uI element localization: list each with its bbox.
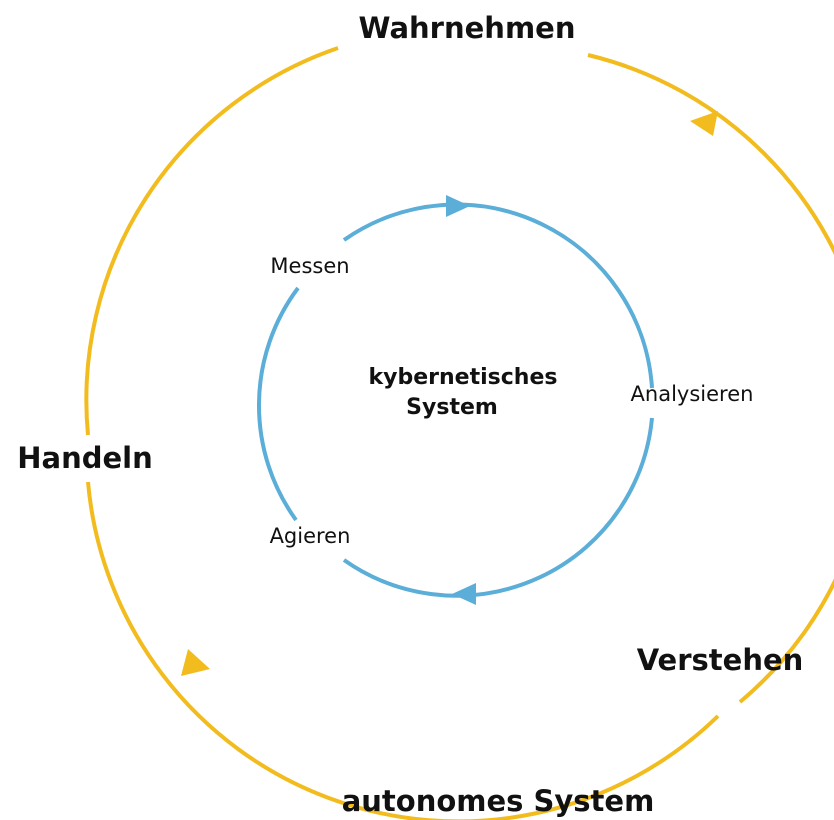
outer-arrowhead-top-right bbox=[690, 111, 718, 136]
inner-step-analysieren: Analysieren bbox=[631, 382, 754, 406]
outer-arc-bottom bbox=[86, 481, 720, 820]
outer-arc-left bbox=[84, 46, 339, 436]
outer-cycle-title: autonomes System bbox=[342, 784, 655, 818]
inner-arrowhead-bottom bbox=[452, 583, 476, 605]
inner-arc-bottom-right bbox=[342, 417, 654, 598]
outer-arc-top-right bbox=[587, 53, 834, 704]
outer-arrowhead-bottom-left bbox=[181, 649, 210, 676]
outer-step-verstehen: Verstehen bbox=[637, 643, 804, 677]
inner-cycle-title-line1: kybernetisches bbox=[369, 365, 558, 390]
inner-arc-top bbox=[342, 202, 654, 389]
inner-step-agieren: Agieren bbox=[270, 524, 351, 548]
inner-ring bbox=[256, 195, 654, 605]
outer-ring bbox=[84, 46, 834, 820]
outer-step-handeln: Handeln bbox=[17, 441, 153, 475]
inner-arrowhead-top bbox=[446, 195, 470, 217]
outer-step-wahrnehmen: Wahrnehmen bbox=[359, 11, 576, 45]
inner-arc-left bbox=[256, 286, 300, 522]
inner-cycle-title-line2: System bbox=[406, 395, 498, 420]
inner-step-messen: Messen bbox=[270, 254, 349, 278]
